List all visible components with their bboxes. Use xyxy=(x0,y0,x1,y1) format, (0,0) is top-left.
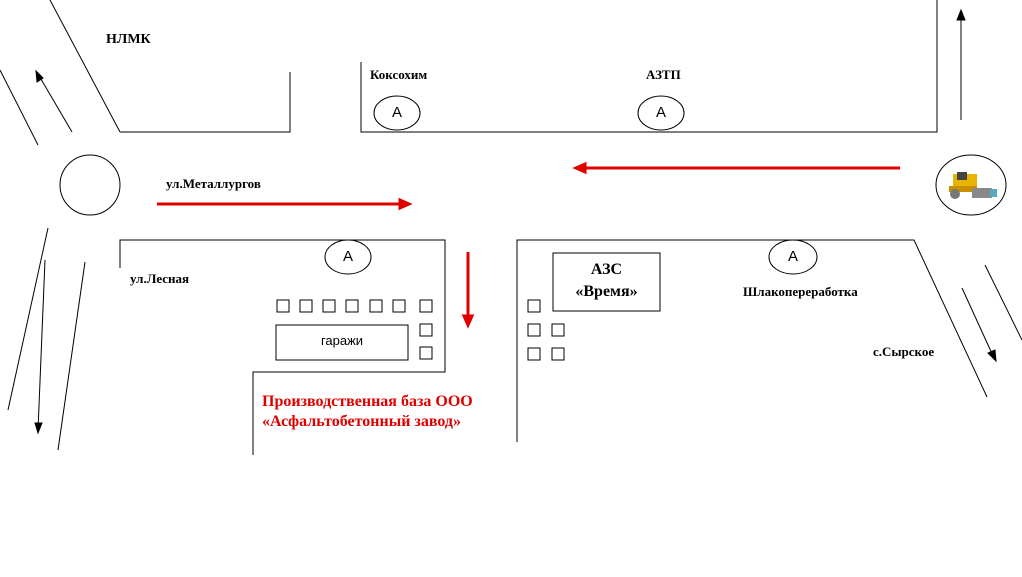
label-s-syrskoe: с.Сырское xyxy=(873,344,935,359)
arrow-nw xyxy=(37,73,73,133)
arrow-se xyxy=(961,287,995,359)
roundabout xyxy=(59,154,121,216)
building-square xyxy=(369,299,383,313)
label-azs: АЗС «Время» xyxy=(553,259,660,303)
bus-stop-lesnaya xyxy=(324,239,372,275)
garages-box xyxy=(275,324,409,361)
road-edge xyxy=(120,72,291,133)
arrowhead-icon xyxy=(956,8,966,21)
arrowhead-icon xyxy=(398,197,413,211)
azs-box xyxy=(552,252,661,312)
building-square xyxy=(392,299,406,313)
label-koksokhim: Коксохим xyxy=(370,67,428,82)
road-edge xyxy=(0,69,39,146)
building-square xyxy=(551,323,565,337)
bus-stop-label: A xyxy=(655,104,666,121)
road-edge xyxy=(7,227,49,411)
building-squares xyxy=(276,299,565,361)
building-square xyxy=(551,347,565,361)
arrow-sw xyxy=(37,259,46,431)
arrowhead-icon xyxy=(34,422,43,435)
road-edge xyxy=(984,264,1022,341)
road-edge xyxy=(119,239,446,455)
building-square xyxy=(299,299,313,313)
roller-circle xyxy=(935,154,1007,216)
bus-stop-koksokhim xyxy=(373,95,421,131)
label-nlmk: НЛМК xyxy=(106,32,151,47)
road-edge xyxy=(57,261,86,451)
bus-stop-label: A xyxy=(787,248,798,265)
building-square xyxy=(276,299,290,313)
building-square xyxy=(419,323,433,337)
road-edge xyxy=(49,0,121,133)
bus-stop-shlak xyxy=(768,239,818,275)
label-base: Производственная база ООО «Асфальтобетон… xyxy=(262,393,473,430)
azs-line2: «Время» xyxy=(575,283,638,300)
arrowhead-icon xyxy=(987,349,997,363)
building-square xyxy=(527,299,541,313)
label-shlakopererabotka: Шлакопереработка xyxy=(743,284,858,299)
azs-line1: АЗС xyxy=(590,261,623,278)
road-edge xyxy=(360,0,938,133)
label-ul-lesnaya: ул.Лесная xyxy=(130,271,190,286)
building-square xyxy=(322,299,336,313)
label-aztp: АЗТП xyxy=(646,67,681,82)
label-garages: гаражи xyxy=(320,333,364,348)
road-edge xyxy=(516,239,988,442)
asphalt-roller-icon xyxy=(949,172,997,199)
building-square xyxy=(419,299,433,313)
building-square xyxy=(345,299,359,313)
bus-stop-aztp xyxy=(637,95,685,131)
arrowhead-icon xyxy=(461,314,475,329)
arrowhead-icon xyxy=(572,161,587,175)
building-square xyxy=(527,323,541,337)
arrowhead-icon xyxy=(35,69,44,83)
bus-stop-label: A xyxy=(391,104,402,121)
bus-stop-label: A xyxy=(342,248,353,265)
label-ul-metallurgov: ул.Металлургов xyxy=(166,176,261,191)
building-square xyxy=(527,347,541,361)
building-square xyxy=(419,346,433,360)
